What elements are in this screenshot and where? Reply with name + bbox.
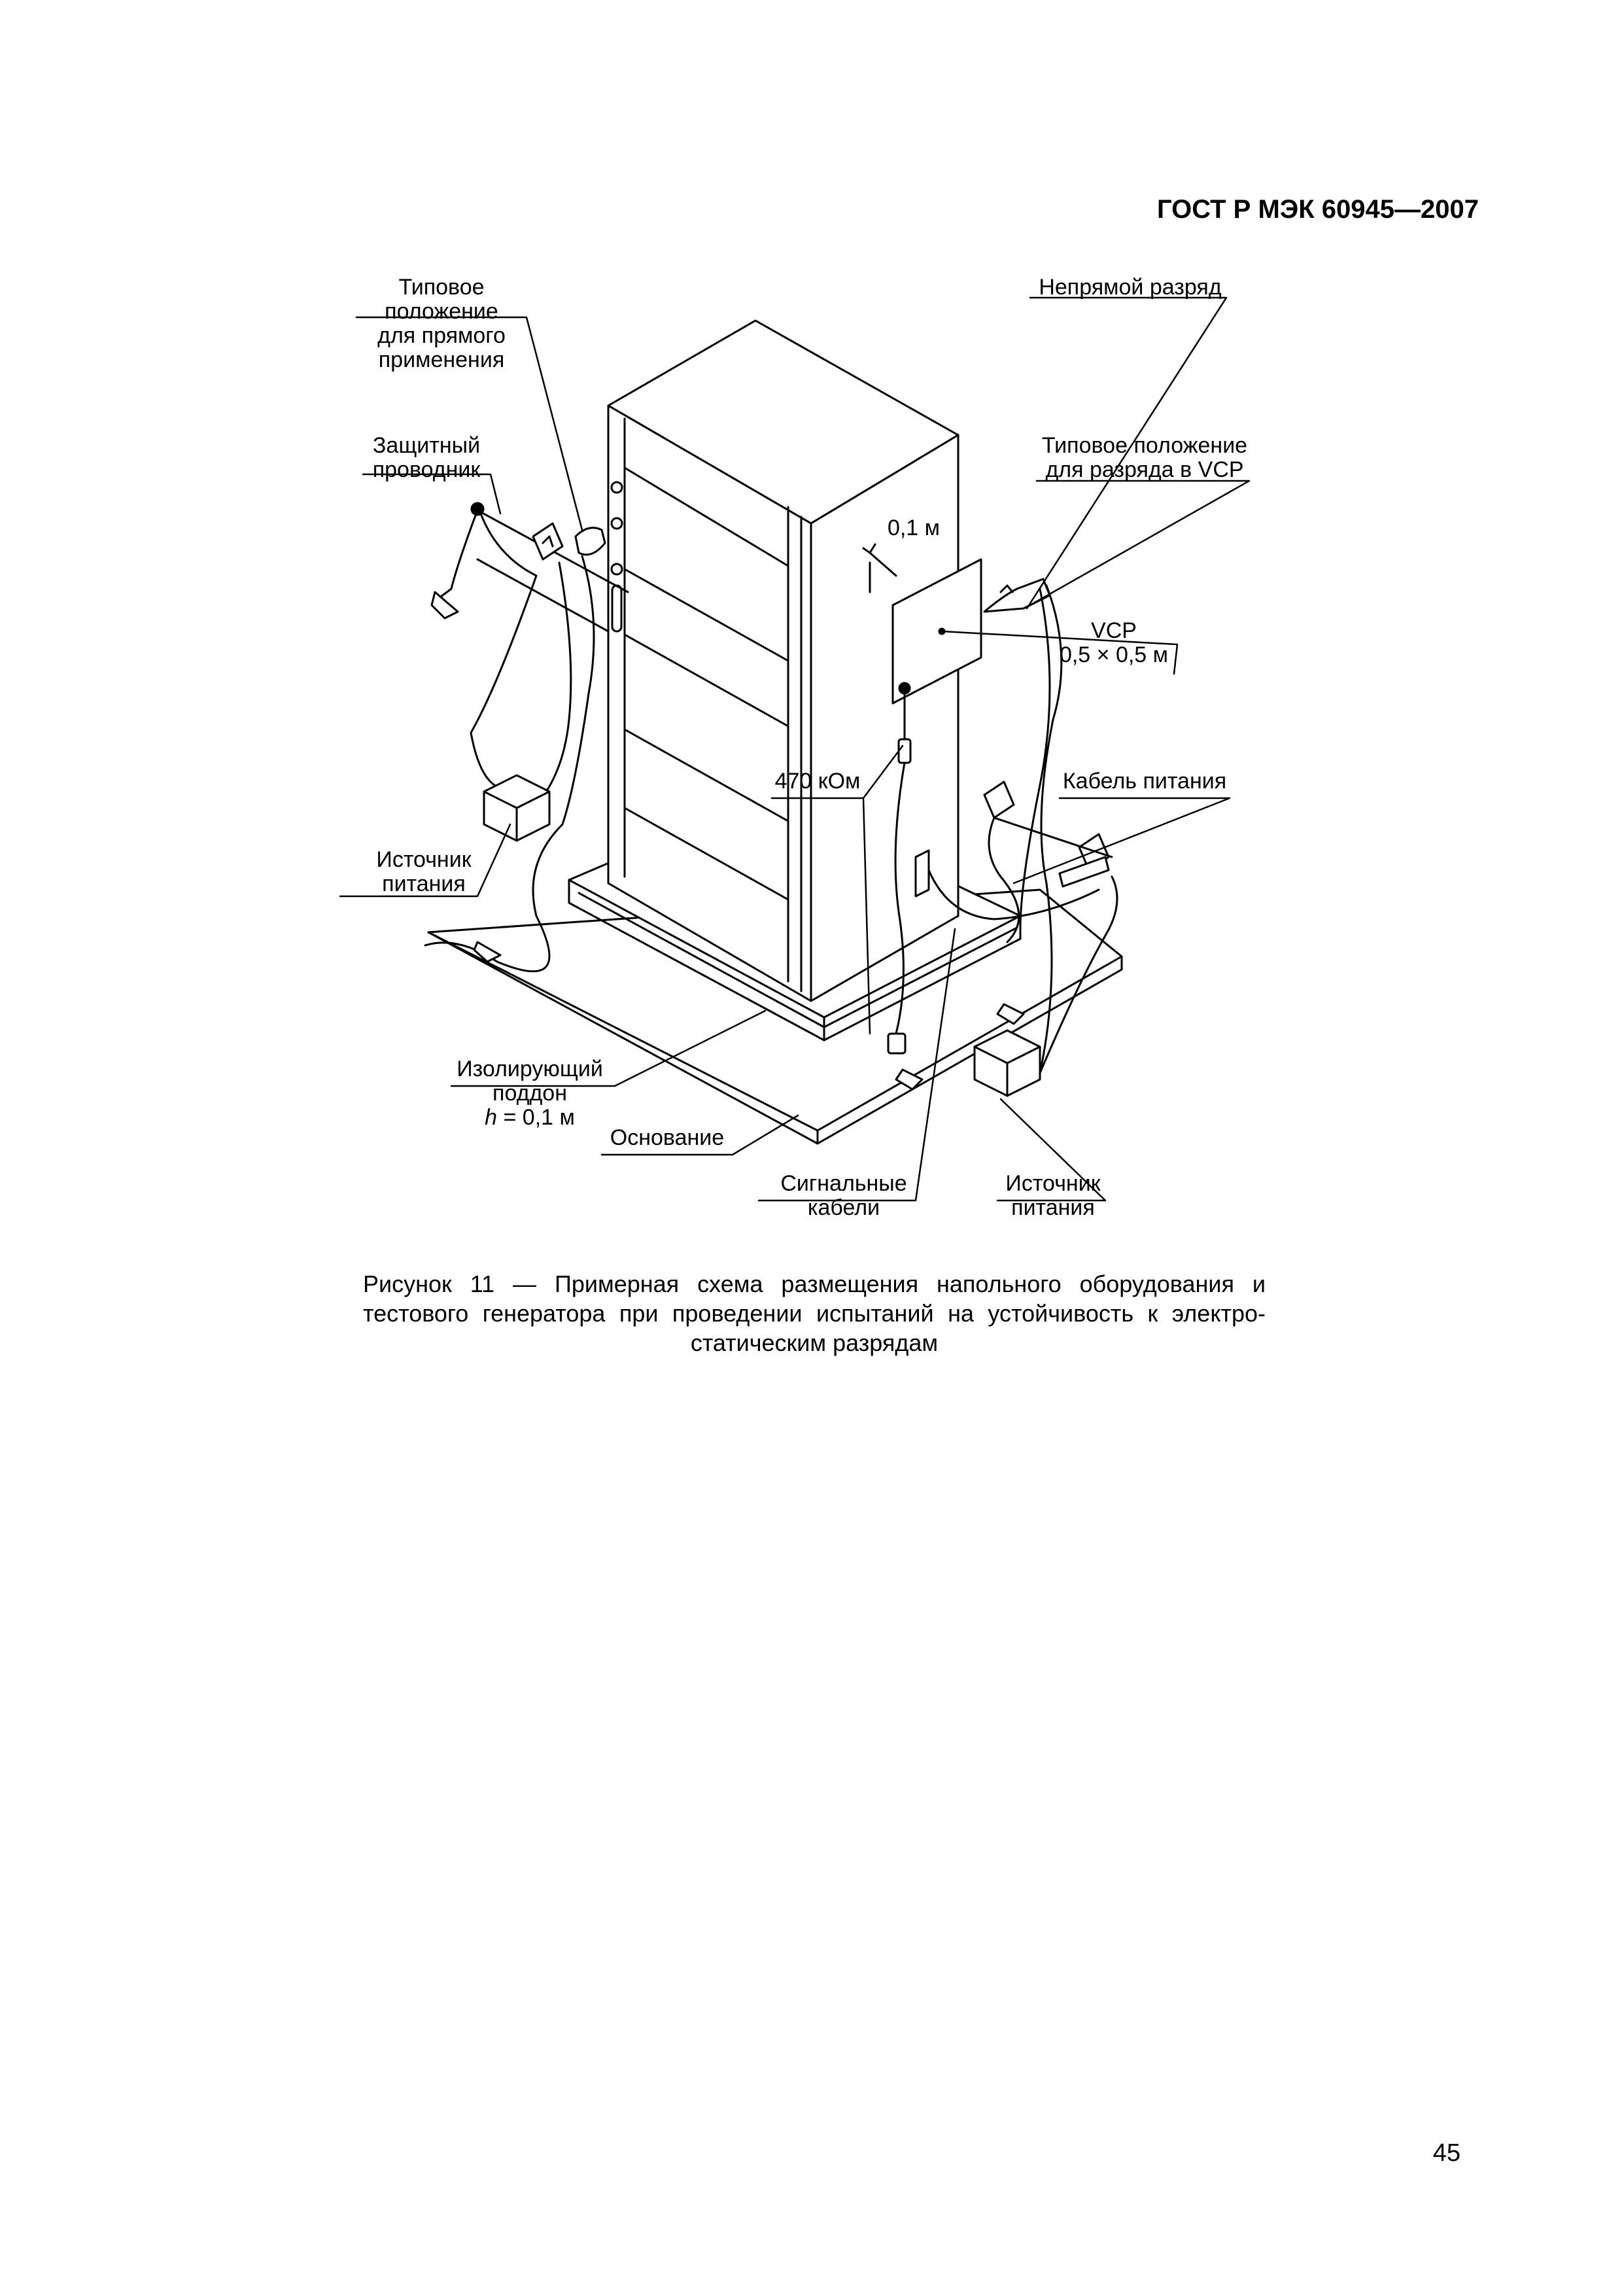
left-discharge-setup [424,502,629,973]
label-typical-position-vcp-2: для разряда в VCP [1045,457,1243,482]
label-resistor: 470 кОм [775,769,861,794]
label-typical-position-direct-2: положение [385,299,498,324]
label-pallet-height-var: h [485,1105,497,1130]
label-signal-cables-1: Сигнальные [780,1171,907,1196]
label-pallet-height: h = 0,1 м [485,1105,575,1130]
label-power-source-right-1: Источник [1005,1171,1101,1196]
label-protective-conductor-2: проводник [373,457,481,482]
label-vcp: VCP [1091,618,1137,643]
figure-caption: Рисунок 11 — Примерная схема размещения … [363,1270,1266,1356]
label-insulating-pallet-2: поддон [492,1081,567,1106]
page-number: 45 [1432,2139,1460,2167]
label-power-source-right-2: питания [1011,1195,1095,1220]
leader-lines [339,296,1251,1202]
label-vcp-size: 0,5 × 0,5 м [1060,642,1168,667]
equipment-test-diagram: Типовое положение для прямого применения… [339,275,1251,1220]
label-distance: 0,1 м [888,516,940,540]
document-header: ГОСТ Р МЭК 60945—2007 [1156,195,1479,224]
label-protective-conductor-1: Защитный [373,433,480,458]
vcp-plate [862,543,982,1055]
figure-labels: Типовое положение для прямого применения… [373,275,1247,1220]
label-power-source-left-1: Источник [376,847,472,872]
label-typical-position-vcp-1: Типовое положение [1042,433,1247,458]
right-discharge-setup [895,578,1118,1097]
label-signal-cables-2: кабели [808,1195,880,1220]
label-base: Основание [610,1125,724,1150]
label-indirect-discharge: Непрямой разряд [1039,275,1221,300]
label-insulating-pallet-1: Изолирующий [457,1057,603,1081]
label-typical-position-direct-1: Типовое [398,275,484,300]
label-pallet-height-value: = 0,1 м [497,1105,575,1130]
label-power-source-left-2: питания [382,871,466,896]
label-power-cable: Кабель питания [1063,769,1226,794]
label-typical-position-direct-3: для прямого [377,323,506,348]
label-typical-position-direct-4: применения [379,347,504,372]
